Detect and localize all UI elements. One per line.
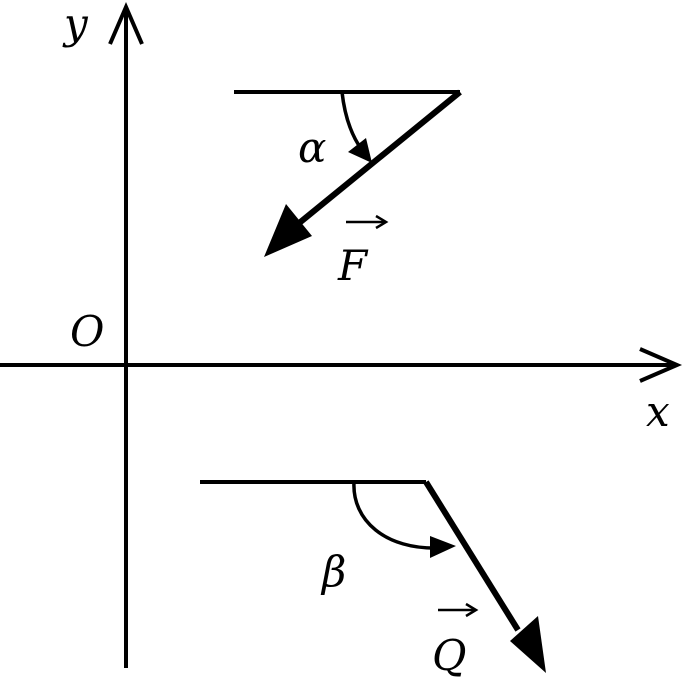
- origin-label: O: [70, 307, 104, 356]
- angle-alpha-label: α: [298, 123, 326, 172]
- angle-beta-arc: [352, 481, 441, 550]
- y-axis-label: y: [62, 0, 89, 48]
- angle-beta-arrowhead: [430, 536, 456, 558]
- angle-beta-label: β: [320, 547, 346, 596]
- vector-q: β Q: [200, 480, 546, 678]
- vector-f-arrow-over-icon: [346, 214, 389, 230]
- vector-f-shaft: [296, 89, 462, 227]
- angle-alpha-arrowhead: [348, 138, 372, 163]
- x-axis-label: x: [646, 387, 670, 436]
- vector-f: α F: [234, 89, 462, 290]
- y-axis: y: [62, 0, 144, 668]
- vector-f-arrowhead: [264, 204, 312, 257]
- vector-f-label: F: [337, 241, 369, 290]
- x-axis: x: [0, 347, 683, 436]
- x-axis-arrowhead: [639, 347, 683, 383]
- vector-q-label: Q: [432, 631, 466, 678]
- y-axis-arrowhead: [108, 1, 144, 45]
- vector-q-shaft: [423, 480, 521, 632]
- angle-alpha-arc: [340, 91, 364, 152]
- vector-q-arrowhead: [510, 616, 546, 673]
- vector-q-arrow-over-icon: [438, 602, 479, 618]
